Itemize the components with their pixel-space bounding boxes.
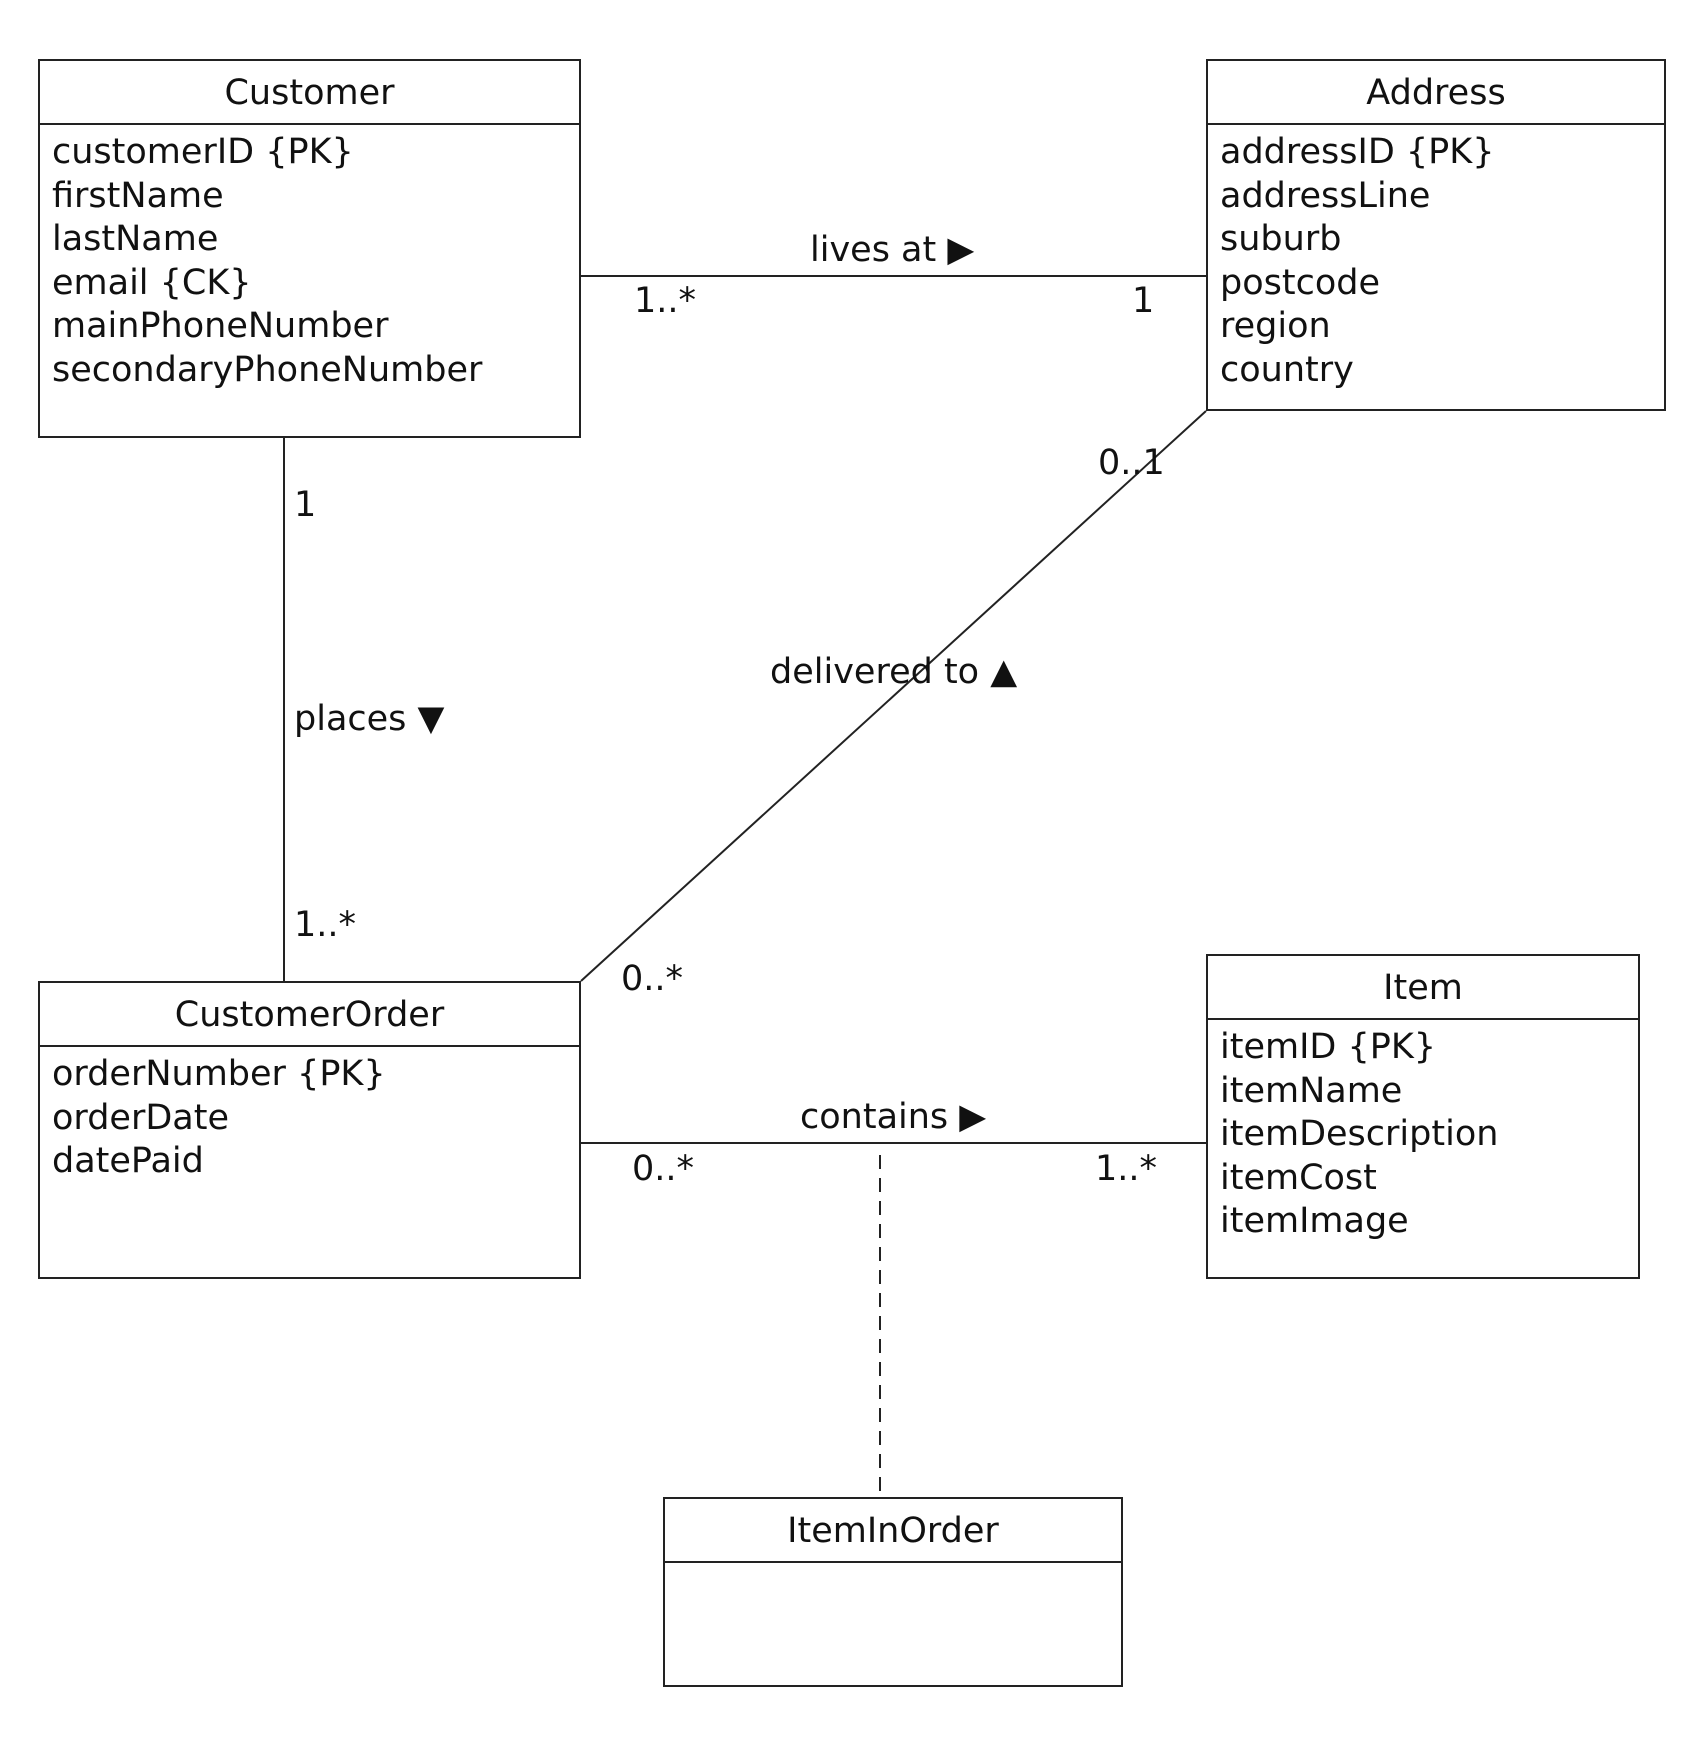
attribute: country	[1220, 349, 1354, 390]
class-customer-order-attributes: orderNumber {PK} orderDate datePaid	[40, 1047, 579, 1184]
attribute: itemID {PK}	[1220, 1027, 1437, 1067]
attribute: mainPhoneNumber	[52, 306, 389, 346]
class-item-name: Item	[1208, 956, 1638, 1020]
attribute: orderDate	[52, 1097, 229, 1138]
contains-label: contains ▶	[800, 1097, 987, 1137]
class-item-in-order[interactable]: ItemInOrder	[663, 1497, 1123, 1687]
class-address-name: Address	[1208, 61, 1664, 125]
attribute: itemName	[1220, 1070, 1403, 1111]
lives-at-from-multiplicity: 1..*	[634, 281, 697, 321]
delivered-to-line	[580, 410, 1207, 982]
attribute: addressLine	[1220, 175, 1431, 216]
attribute: itemImage	[1220, 1201, 1409, 1241]
contains-to-multiplicity: 1..*	[1095, 1149, 1158, 1189]
attribute: datePaid	[52, 1141, 204, 1181]
class-customer-name: Customer	[40, 61, 579, 125]
attribute: customerID {PK}	[52, 132, 354, 172]
attribute: suburb	[1220, 219, 1342, 259]
places-label: places ▼	[294, 699, 445, 739]
class-item[interactable]: Item itemID {PK} itemName itemDescriptio…	[1206, 954, 1640, 1279]
places-to-multiplicity: 1..*	[294, 905, 357, 945]
attribute: itemCost	[1220, 1157, 1377, 1198]
delivered-to-label: delivered to ▲	[770, 652, 1018, 692]
attribute: region	[1220, 306, 1331, 346]
delivered-to-to-multiplicity: 0..1	[1098, 443, 1165, 483]
lives-at-to-multiplicity: 1	[1132, 281, 1155, 321]
places-from-multiplicity: 1	[294, 485, 317, 525]
class-address[interactable]: Address addressID {PK} addressLine subur…	[1206, 59, 1666, 411]
attribute: postcode	[1220, 262, 1380, 303]
attribute: addressID {PK}	[1220, 132, 1495, 172]
attribute: email {CK}	[52, 262, 252, 303]
class-customer[interactable]: Customer customerID {PK} firstName lastN…	[38, 59, 581, 438]
delivered-to-from-multiplicity: 0..*	[621, 959, 684, 999]
lives-at-label: lives at ▶	[810, 230, 975, 270]
class-item-in-order-name: ItemInOrder	[665, 1499, 1121, 1563]
class-customer-order[interactable]: CustomerOrder orderNumber {PK} orderDate…	[38, 981, 581, 1279]
class-item-attributes: itemID {PK} itemName itemDescription ite…	[1208, 1020, 1638, 1244]
attribute: firstName	[52, 175, 224, 216]
attribute: secondaryPhoneNumber	[52, 349, 483, 390]
attribute: orderNumber {PK}	[52, 1054, 386, 1094]
attribute: itemDescription	[1220, 1114, 1499, 1154]
contains-from-multiplicity: 0..*	[632, 1149, 695, 1189]
class-customer-attributes: customerID {PK} firstName lastName email…	[40, 125, 579, 392]
class-customer-order-name: CustomerOrder	[40, 983, 579, 1047]
attribute: lastName	[52, 219, 219, 259]
class-address-attributes: addressID {PK} addressLine suburb postco…	[1208, 125, 1664, 392]
